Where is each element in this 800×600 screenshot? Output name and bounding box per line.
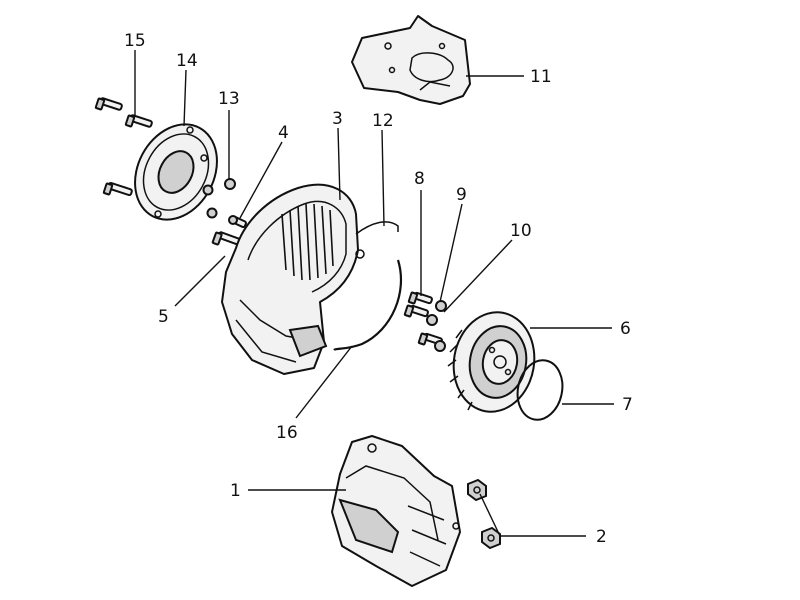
part-2-nuts xyxy=(467,478,501,550)
part-14-starter-cover xyxy=(134,123,218,221)
callout-9: 9 xyxy=(456,185,467,205)
part-15-bolts xyxy=(94,97,153,197)
callout-13: 13 xyxy=(218,89,240,109)
part-13-nuts xyxy=(202,178,236,219)
callout-5: 5 xyxy=(158,307,169,327)
callout-16: 16 xyxy=(276,423,298,443)
part-3-grille xyxy=(281,203,334,281)
callout-12: 12 xyxy=(372,111,394,131)
callout-6: 6 xyxy=(620,319,631,339)
callout-11: 11 xyxy=(530,67,552,87)
leader-14 xyxy=(183,69,187,127)
callout-labels: 1 2 3 4 5 6 7 8 9 10 11 12 13 14 15 16 xyxy=(124,31,633,547)
part-8-9-10-fasteners xyxy=(403,291,447,352)
leader-5 xyxy=(174,255,226,307)
leader-4 xyxy=(239,141,283,219)
callout-2: 2 xyxy=(596,527,607,547)
callout-14: 14 xyxy=(176,51,198,71)
callout-4: 4 xyxy=(278,123,289,143)
part-16-wire-tube xyxy=(333,259,403,351)
callout-15: 15 xyxy=(124,31,146,51)
leader-3 xyxy=(337,127,341,201)
part-4-screw xyxy=(228,215,247,229)
callout-3: 3 xyxy=(332,109,343,129)
leader-9 xyxy=(439,203,463,303)
leader-10 xyxy=(443,239,513,313)
callout-7: 7 xyxy=(622,395,633,415)
leader-lines xyxy=(134,50,614,537)
part-1-crankcase xyxy=(331,435,461,587)
part-11-gasket xyxy=(351,15,471,105)
part-6-cooling-fan xyxy=(447,311,536,413)
part-12-wire xyxy=(355,221,399,235)
leader-2b xyxy=(479,493,501,537)
leader-12 xyxy=(381,129,385,227)
leader-16 xyxy=(295,345,353,419)
callout-1: 1 xyxy=(230,481,241,501)
part-3-blower-housing xyxy=(221,183,365,375)
callout-8: 8 xyxy=(414,169,425,189)
callout-10: 10 xyxy=(510,221,532,241)
part-7-ring xyxy=(516,359,564,421)
